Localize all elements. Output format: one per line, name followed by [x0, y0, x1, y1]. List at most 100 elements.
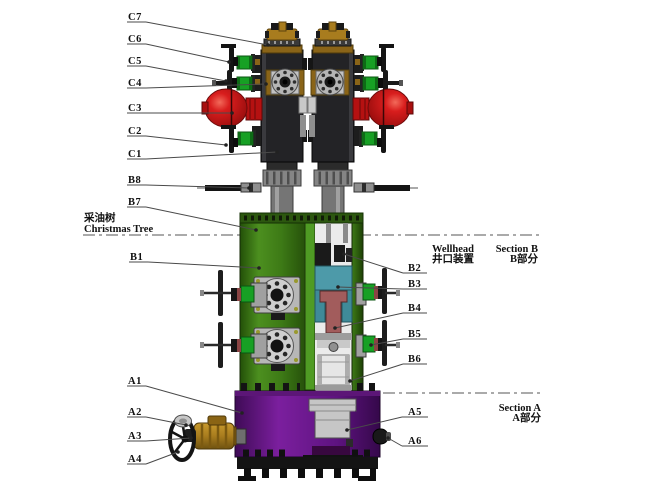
- base-flange: [237, 457, 378, 469]
- callout-label-B1: B1: [130, 252, 143, 263]
- handwheel-edge-upper: [229, 47, 234, 72]
- hanger-wing-left: [314, 289, 326, 323]
- accumulator-nub: [201, 101, 209, 115]
- base-foot-right: [358, 476, 376, 481]
- cavity-gray-band: [315, 333, 352, 340]
- callout-label-B2: B2: [408, 263, 421, 274]
- annotation-text: 采油树: [83, 211, 116, 224]
- callout-B7: B7: [127, 197, 258, 232]
- callout-label-A4: A4: [128, 454, 142, 465]
- casing-head-body: [234, 390, 381, 458]
- valve-band: [237, 56, 240, 69]
- bushing-edge: [345, 355, 349, 385]
- casing-side-plug: [372, 428, 389, 445]
- side-boss-brass1: [254, 59, 260, 65]
- callout-label-C4: C4: [128, 78, 142, 89]
- callout-A2: A2: [127, 407, 188, 427]
- tree-upper-assembly-left: [197, 21, 308, 219]
- callout-B1: B1: [129, 252, 261, 270]
- tubing-wall-right: [343, 223, 348, 243]
- callout-A1: A1: [127, 376, 244, 415]
- top-gauge-fitting: [278, 21, 287, 32]
- valve-band: [238, 132, 241, 145]
- handwheel-hub-mid: [232, 78, 237, 88]
- tree-block-body: [260, 49, 304, 163]
- center-fitting-stem: [300, 115, 306, 137]
- annotation-text: A部分: [512, 411, 541, 424]
- cross-flange-bolts: [273, 70, 297, 94]
- callout-label-A6: A6: [408, 436, 422, 447]
- hanger-wing-right: [341, 289, 353, 323]
- wing-valve-flange-lower: [252, 130, 256, 147]
- callout-B2: B2: [342, 252, 427, 274]
- casing-bore-dark: [312, 446, 350, 455]
- handwheel-hub-lower: [233, 138, 238, 147]
- callout-C7: C7: [127, 12, 270, 47]
- bushing-edge: [318, 355, 322, 385]
- annotation-text: Christmas Tree: [84, 224, 153, 235]
- callout-label-C6: C6: [128, 34, 142, 45]
- callout-label-B7: B7: [128, 197, 141, 208]
- flowline-bar: [205, 185, 243, 191]
- callout-label-A1: A1: [128, 376, 142, 387]
- casing-head: [168, 383, 391, 481]
- callout-label-C3: C3: [128, 103, 142, 114]
- annotation-text: Section B: [496, 244, 538, 255]
- callout-B4: B4: [333, 303, 427, 330]
- wing-valve-flange-upper: [251, 54, 255, 71]
- handwheel-hub-upper: [233, 57, 238, 66]
- handwheel-edge-lower: [229, 127, 234, 153]
- wing-valve-flange-mid: [251, 75, 255, 92]
- annotation-text: Section A: [499, 403, 542, 414]
- spool-side-valve-left-upper: [200, 270, 268, 316]
- spool-cut-wall-right: [351, 222, 364, 394]
- hanger-lock-block-right: [334, 245, 345, 262]
- section-divider-layer: [83, 234, 540, 394]
- callout-label-C7: C7: [128, 12, 142, 23]
- inner-boss-upper: [302, 58, 307, 70]
- annotation-text: Wellhead: [432, 244, 474, 255]
- casing-side-valve-brass: [168, 414, 247, 462]
- callout-label-C5: C5: [128, 56, 142, 67]
- base-foot-left: [238, 476, 256, 481]
- callout-label-A5: A5: [408, 407, 422, 418]
- callout-B5: B5: [369, 329, 427, 347]
- annotation-text: 井口装置: [432, 252, 474, 265]
- tubing-hanger-teal: [314, 265, 353, 291]
- cross-bore-center: [282, 79, 288, 85]
- callout-label-C1: C1: [128, 149, 142, 160]
- callout-A5: A5: [345, 407, 428, 432]
- valve-stem-cross: [214, 81, 236, 85]
- callout-label-B4: B4: [408, 303, 422, 314]
- callout-C2: C2: [127, 126, 228, 147]
- spool-side-valve-left-lower: [200, 322, 268, 368]
- callout-label-C2: C2: [128, 126, 142, 137]
- valve-band: [237, 77, 240, 90]
- callout-label-A3: A3: [128, 431, 142, 442]
- tree-upper-assembly-right-mirror: [308, 22, 418, 218]
- flowline-band: [249, 183, 253, 192]
- valve-band: [250, 132, 253, 145]
- callout-B8: B8: [127, 175, 251, 190]
- casing-head-top-band: [235, 391, 380, 396]
- callout-A4: A4: [127, 450, 180, 465]
- wear-bushing: [317, 354, 350, 386]
- callout-C3: C3: [127, 103, 234, 115]
- callout-A3: A3: [127, 431, 193, 442]
- callout-label-A2: A2: [128, 407, 142, 418]
- side-boss-brass2: [254, 79, 260, 85]
- handwheel-bracket-upper: [221, 44, 236, 48]
- cavity-bolt: [328, 342, 339, 352]
- tubing-wall-left: [326, 223, 331, 243]
- side-boss-lower: [252, 126, 261, 146]
- callout-C5: C5: [127, 56, 228, 83]
- callout-label-B6: B6: [408, 354, 421, 365]
- handwheel-bracket-lower: [221, 125, 236, 129]
- callout-B3: B3: [336, 279, 427, 290]
- valve-band: [249, 77, 252, 90]
- spool-side-valve-right-lower: [355, 320, 400, 366]
